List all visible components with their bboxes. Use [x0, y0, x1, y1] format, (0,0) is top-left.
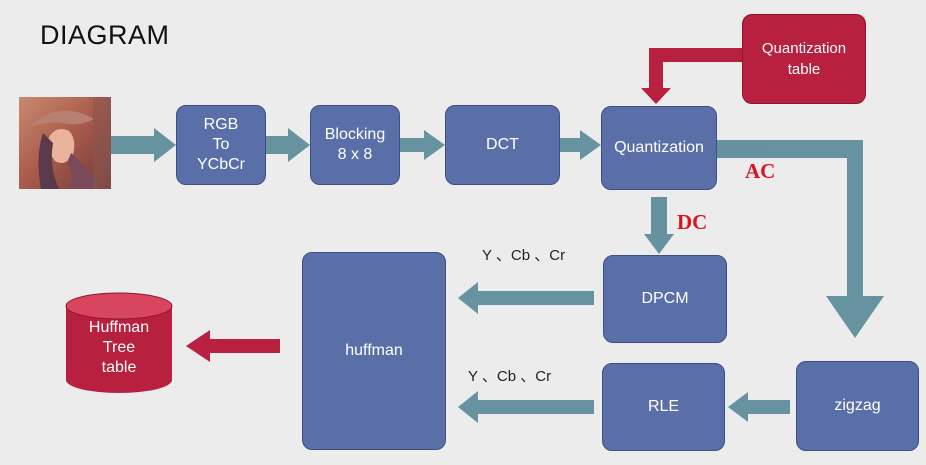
arrow-dpcm-to-huffman	[458, 282, 594, 314]
rgb-to-ycbcr-box: RGB To YCbCr	[176, 105, 266, 185]
page-title: DIAGRAM	[40, 20, 170, 50]
arrow-quantization-to-dpcm-dc	[644, 197, 674, 254]
dct-box: DCT	[445, 105, 560, 185]
huffman-box: huffman	[302, 252, 446, 450]
ycbcr-label-bottom: Y 、Cb 、Cr	[468, 368, 552, 385]
zigzag-box: zigzag	[796, 361, 919, 451]
dpcm-box: DPCM	[603, 255, 727, 343]
arrow-huffman-to-treetable	[186, 330, 280, 362]
arrow-quanttable-to-quantization	[641, 48, 742, 104]
ac-label: AC	[745, 159, 776, 183]
ycbcr-label-top: Y 、Cb 、Cr	[482, 247, 566, 264]
arrow-zigzag-to-rle	[728, 392, 790, 422]
arrow-rgb-to-blocking	[266, 128, 310, 162]
input-image	[19, 97, 111, 189]
arrow-dct-to-quantization	[547, 130, 601, 160]
arrow-quantization-to-zigzag-ac	[717, 140, 884, 338]
arrow-blocking-to-dct	[400, 130, 445, 160]
quantization-table-box: Quantization table	[742, 14, 866, 104]
quantization-box: Quantization	[601, 106, 717, 190]
arrow-image-to-rgb	[111, 128, 176, 162]
blocking-box: Blocking 8 x 8	[310, 105, 400, 185]
huffman-tree-cylinder	[65, 292, 173, 393]
arrow-rle-to-huffman	[458, 391, 594, 423]
huffman-tree-table-label: Huffman Tree table	[88, 319, 150, 376]
dc-label: DC	[677, 210, 708, 234]
rle-box: RLE	[602, 363, 725, 451]
